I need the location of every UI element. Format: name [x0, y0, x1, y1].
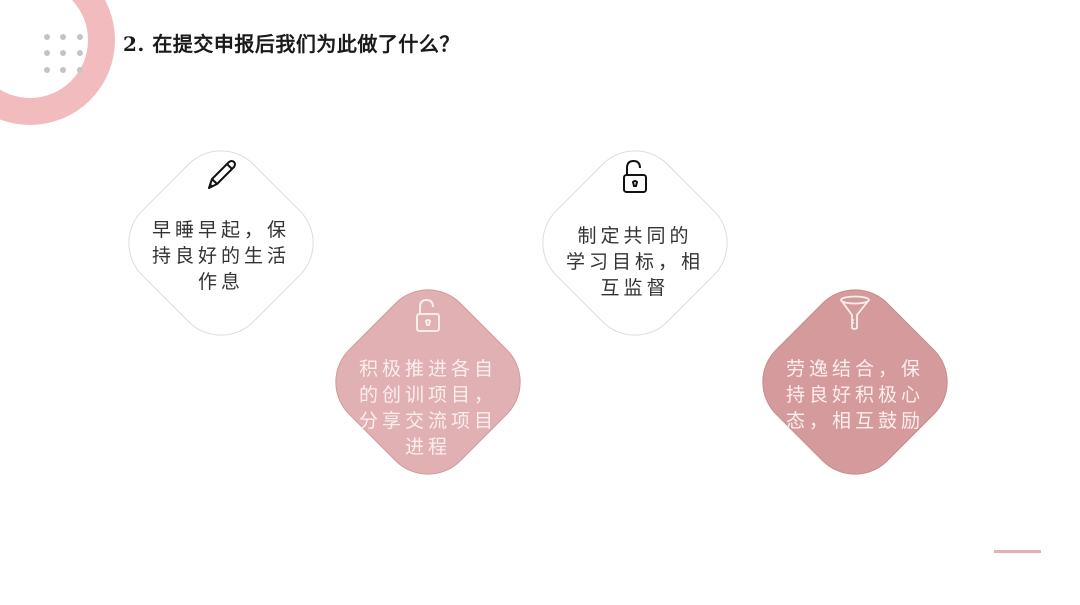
- card-text: 早睡早起，保 持良好的生活 作息: [136, 217, 306, 295]
- card-line: 分享交流项目: [358, 410, 497, 432]
- card-line: 持良好的生活: [151, 245, 290, 267]
- card-line: 态，相互鼓励: [785, 410, 924, 432]
- card-shared-goals: 制定共同的 学习目标，相 互监督: [523, 131, 747, 356]
- decorative-dot-grid: [42, 32, 90, 80]
- dot: [60, 34, 66, 40]
- card-line: 互监督: [600, 277, 670, 299]
- card-line: 制定共同的: [577, 225, 693, 247]
- card-line: 劳逸结合，保: [785, 358, 924, 380]
- dot: [77, 67, 83, 73]
- card-line: 学习目标，相: [565, 251, 704, 273]
- card-line: 积极推进各自: [358, 358, 497, 380]
- dot: [60, 50, 66, 56]
- card-text: 制定共同的 学习目标，相 互监督: [550, 223, 720, 301]
- funnel-icon: [835, 292, 875, 332]
- dot: [44, 34, 50, 40]
- card-text: 劳逸结合，保 持良好积极心 态，相互鼓励: [770, 356, 940, 434]
- card-innovation-projects: 积极推进各自 的创训项目， 分享交流项目 进程: [316, 270, 540, 495]
- card-line: 早睡早起，保: [151, 219, 290, 241]
- card-sleep-schedule: 早睡早起，保 持良好的生活 作息: [109, 131, 333, 356]
- unlock-icon: [615, 157, 655, 197]
- card-line: 进程: [404, 436, 451, 458]
- decorative-accent-line: [994, 550, 1041, 553]
- dot: [44, 67, 50, 73]
- card-line: 作息: [197, 271, 244, 293]
- card-work-life-balance: 劳逸结合，保 持良好积极心 态，相互鼓励: [743, 270, 967, 495]
- slide-title: 2. 在提交申报后我们为此做了什么？: [123, 32, 460, 56]
- dot: [77, 50, 83, 56]
- card-line: 持良好积极心: [785, 384, 924, 406]
- pencil-icon: [201, 155, 241, 195]
- dot: [77, 34, 83, 40]
- unlock-icon: [408, 296, 448, 336]
- dot: [44, 50, 50, 56]
- card-text: 积极推进各自 的创训项目， 分享交流项目 进程: [343, 356, 513, 460]
- card-line: 的创训项目，: [358, 384, 497, 406]
- dot: [60, 67, 66, 73]
